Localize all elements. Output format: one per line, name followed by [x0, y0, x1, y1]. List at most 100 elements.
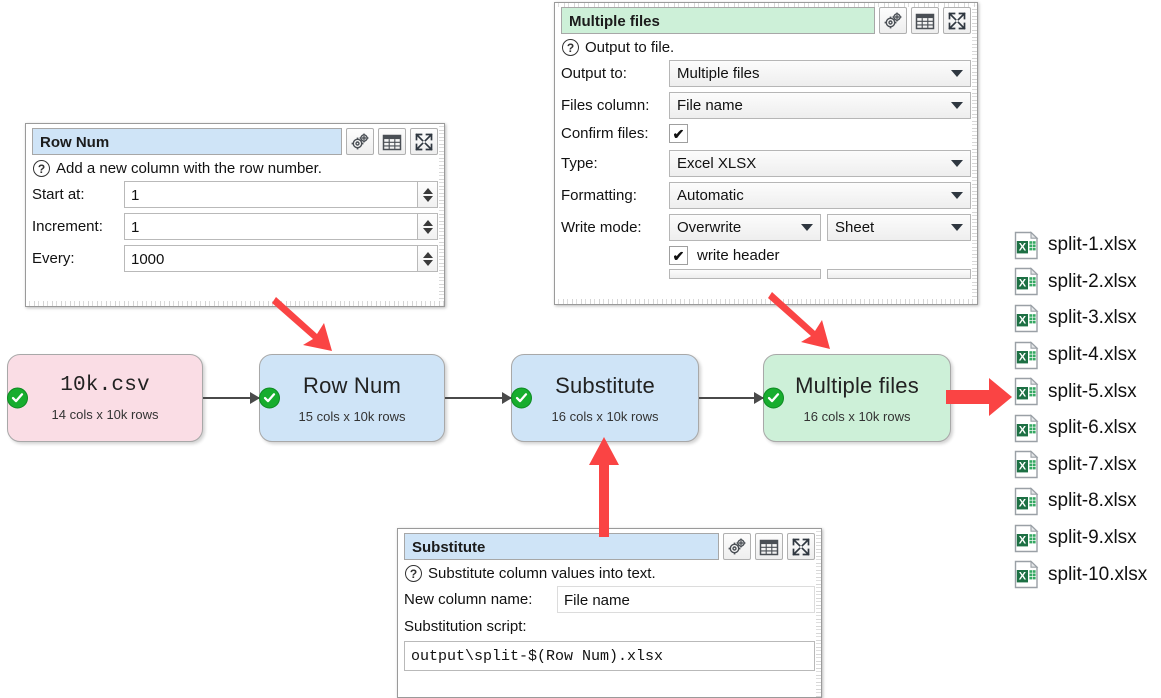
expand-icon[interactable]	[943, 7, 971, 34]
annotation-arrow-output-files	[946, 377, 1012, 417]
xlsx-file-icon	[1014, 450, 1039, 479]
panel-help-row: ? Output to file.	[561, 37, 971, 60]
partial-select-a[interactable]	[669, 269, 821, 279]
help-icon[interactable]: ?	[33, 160, 50, 177]
field-formatting: Formatting: Automatic	[561, 182, 971, 209]
list-item[interactable]: split-8.xlsx	[1014, 483, 1147, 520]
list-item[interactable]: split-5.xlsx	[1014, 373, 1147, 410]
list-item[interactable]: split-4.xlsx	[1014, 337, 1147, 374]
list-item[interactable]: split-3.xlsx	[1014, 300, 1147, 337]
output-file-list: split-1.xlsx split-2.xlsx split-3.xlsx s…	[1014, 227, 1147, 593]
gears-icon[interactable]	[723, 533, 751, 560]
node-subtitle: 14 cols x 10k rows	[51, 407, 159, 422]
panel-torn-edge-right	[972, 3, 977, 304]
list-item[interactable]: split-7.xlsx	[1014, 447, 1147, 484]
status-ok-icon	[259, 387, 280, 409]
connector-csv-to-rownum	[203, 397, 259, 399]
type-value: Excel XLSX	[677, 155, 757, 172]
expand-icon[interactable]	[787, 533, 815, 560]
table-icon[interactable]	[378, 128, 406, 155]
gears-icon[interactable]	[346, 128, 374, 155]
panel-help-text: Substitute column values into text.	[428, 565, 656, 582]
help-icon[interactable]: ?	[562, 39, 579, 56]
substitution-script-label: Substitution script:	[404, 618, 527, 635]
write-header-label: write header	[697, 247, 780, 264]
table-icon[interactable]	[911, 7, 939, 34]
list-item[interactable]: split-6.xlsx	[1014, 410, 1147, 447]
field-write-mode: Write mode: Overwrite Sheet	[561, 214, 971, 241]
new-column-name-input[interactable]: File name	[557, 586, 815, 613]
field-type: Type: Excel XLSX	[561, 150, 971, 177]
help-icon[interactable]: ?	[405, 565, 422, 582]
connector-subst-to-output	[699, 397, 763, 399]
type-select[interactable]: Excel XLSX	[669, 150, 971, 177]
increment-input[interactable]: 1	[124, 213, 418, 240]
xlsx-file-icon	[1014, 560, 1039, 589]
field-increment: Increment: 1	[32, 213, 438, 240]
files-column-value: File name	[677, 97, 743, 114]
field-confirm-files: Confirm files: ✔	[561, 124, 971, 143]
flow-node-row-num[interactable]: Row Num 15 cols x 10k rows	[259, 354, 445, 442]
connector-rownum-to-subst	[445, 397, 511, 399]
panel-multiple-files[interactable]: Multiple files ? Output to file. Output …	[554, 2, 978, 305]
chevron-down-icon	[951, 192, 963, 199]
panel-title-field[interactable]: Multiple files	[561, 7, 875, 34]
annotation-arrow-row-num	[272, 293, 354, 357]
status-ok-icon	[7, 387, 28, 409]
write-header-checkbox[interactable]: ✔	[669, 246, 688, 265]
every-stepper[interactable]	[418, 245, 438, 272]
panel-row-num[interactable]: Row Num ? Add a new column with the row …	[25, 123, 445, 307]
file-name: split-7.xlsx	[1048, 453, 1137, 475]
output-to-value: Multiple files	[677, 65, 760, 82]
increment-stepper[interactable]	[418, 213, 438, 240]
partial-select-b[interactable]	[827, 269, 971, 279]
formatting-select[interactable]: Automatic	[669, 182, 971, 209]
flow-node-multiple-files[interactable]: Multiple files 16 cols x 10k rows	[763, 354, 951, 442]
file-name: split-6.xlsx	[1048, 417, 1137, 439]
panel-help-text: Output to file.	[585, 39, 675, 56]
node-subtitle: 15 cols x 10k rows	[298, 408, 406, 424]
xlsx-file-icon	[1014, 304, 1039, 333]
list-item[interactable]: split-1.xlsx	[1014, 227, 1147, 264]
panel-help-row: ? Add a new column with the row number.	[32, 158, 438, 181]
files-column-select[interactable]: File name	[669, 92, 971, 119]
list-item[interactable]: split-9.xlsx	[1014, 520, 1147, 557]
field-label: Increment:	[32, 218, 103, 235]
expand-icon[interactable]	[410, 128, 438, 155]
field-label: Formatting:	[561, 187, 637, 204]
list-item[interactable]: split-2.xlsx	[1014, 264, 1147, 301]
xlsx-file-icon	[1014, 377, 1039, 406]
list-item[interactable]: split-10.xlsx	[1014, 556, 1147, 593]
xlsx-file-icon	[1014, 414, 1039, 443]
start-at-input[interactable]: 1	[124, 181, 418, 208]
file-name: split-10.xlsx	[1048, 563, 1148, 585]
field-write-header: ✔ write header	[561, 246, 971, 265]
field-label: Start at:	[32, 186, 85, 203]
panel-title-field[interactable]: Substitute	[404, 533, 719, 560]
flow-node-substitute[interactable]: Substitute 16 cols x 10k rows	[511, 354, 699, 442]
file-name: split-1.xlsx	[1048, 234, 1137, 256]
status-ok-icon	[763, 387, 784, 409]
gears-icon[interactable]	[879, 7, 907, 34]
output-to-select[interactable]: Multiple files	[669, 60, 971, 87]
panel-substitute[interactable]: Substitute ? Substitute column values in…	[397, 528, 822, 698]
confirm-files-checkbox[interactable]: ✔	[669, 124, 688, 143]
file-name: split-4.xlsx	[1048, 344, 1137, 366]
panel-title-field[interactable]: Row Num	[32, 128, 342, 155]
node-subtitle: 16 cols x 10k rows	[803, 408, 911, 424]
panel-titlebar: Row Num	[32, 128, 438, 158]
start-at-stepper[interactable]	[418, 181, 438, 208]
write-target-select[interactable]: Sheet	[827, 214, 971, 241]
flow-node-10k-csv[interactable]: 10k.csv 14 cols x 10k rows	[7, 354, 203, 442]
panel-help-text: Add a new column with the row number.	[56, 160, 322, 177]
panel-torn-edge-right	[439, 124, 444, 306]
field-label: Output to:	[561, 65, 627, 82]
field-label: Write mode:	[561, 219, 642, 236]
table-icon[interactable]	[755, 533, 783, 560]
substitution-script-input[interactable]: output\split-$(Row Num).xlsx	[404, 641, 815, 671]
write-mode-select[interactable]: Overwrite	[669, 214, 821, 241]
every-input[interactable]: 1000	[124, 245, 418, 272]
field-every: Every: 1000	[32, 245, 438, 272]
node-subtitle: 16 cols x 10k rows	[551, 408, 659, 424]
panel-torn-edge-top	[555, 3, 977, 7]
